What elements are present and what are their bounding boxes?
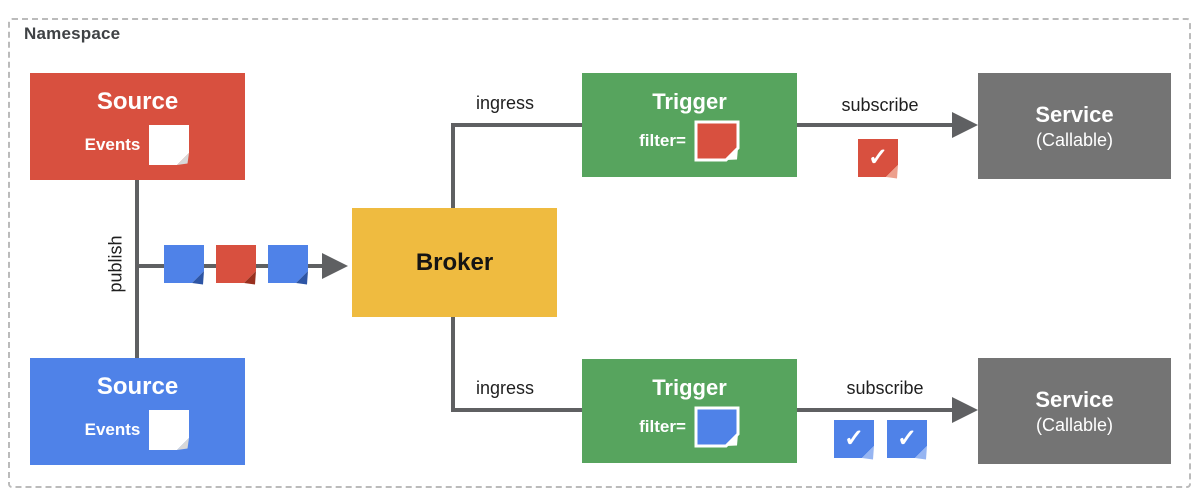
events-label: Events xyxy=(84,420,141,439)
node-broker: Broker xyxy=(352,208,557,317)
ingress-bottom-label: ingress xyxy=(475,378,535,398)
source-title: Source xyxy=(96,372,179,400)
filter-label: filter= xyxy=(639,130,686,150)
white-event-note-icon xyxy=(149,409,190,451)
subscribe-bottom-label: subscribe xyxy=(846,378,924,398)
node-trigger-bottom: Trigger filter= xyxy=(582,359,797,463)
edge-subscribe-top-horizontal xyxy=(797,123,954,127)
source-events-row: Events xyxy=(84,409,191,451)
source-events-row: Events xyxy=(84,124,191,166)
checkmark-icon: ✓ xyxy=(843,424,865,452)
source-title: Source xyxy=(96,87,179,115)
edge-sources-vertical xyxy=(135,180,139,358)
trigger-filter-row: filter= xyxy=(639,120,740,162)
checked-event-note-blue-icon: ✓ xyxy=(834,420,875,461)
edge-ingress-top-horizontal xyxy=(451,123,582,127)
filter-event-note-red-icon xyxy=(694,120,740,162)
publish-label: publish xyxy=(105,235,126,293)
checkmark-icon: ✓ xyxy=(896,424,918,452)
filter-label: filter= xyxy=(639,416,686,436)
namespace-boundary xyxy=(8,18,1191,488)
trigger-title: Trigger xyxy=(652,374,727,400)
subscribe-bottom-arrowhead-icon xyxy=(952,397,978,423)
edge-broker-top-vertical xyxy=(451,123,455,209)
edge-subscribe-bottom-horizontal xyxy=(797,408,954,412)
service-subtitle: (Callable) xyxy=(1035,414,1114,435)
checked-event-note-blue-icon: ✓ xyxy=(887,420,928,461)
broker-title: Broker xyxy=(415,248,494,276)
event-note-red-icon xyxy=(216,245,257,286)
ingress-top-label: ingress xyxy=(475,93,535,113)
filter-event-note-blue-icon xyxy=(694,406,740,448)
namespace-label: Namespace xyxy=(24,24,121,43)
checkmark-icon: ✓ xyxy=(867,143,889,171)
service-title: Service xyxy=(1035,386,1114,412)
event-note-blue-icon xyxy=(164,245,205,286)
service-subtitle: (Callable) xyxy=(1035,129,1114,150)
edge-broker-bottom-vertical xyxy=(451,317,455,410)
event-note-blue-icon xyxy=(268,245,309,286)
publish-arrowhead-icon xyxy=(322,253,348,279)
white-event-note-icon xyxy=(149,124,190,166)
edge-ingress-bottom-horizontal xyxy=(451,408,582,412)
trigger-filter-row: filter= xyxy=(639,406,740,448)
node-service-bottom: Service (Callable) xyxy=(978,358,1171,464)
checked-event-note-red-icon: ✓ xyxy=(858,139,899,180)
node-source-blue: Source Events xyxy=(30,358,245,465)
subscribe-top-arrowhead-icon xyxy=(952,112,978,138)
events-label: Events xyxy=(84,135,141,154)
node-trigger-top: Trigger filter= xyxy=(582,73,797,177)
trigger-title: Trigger xyxy=(652,88,727,114)
subscribe-top-label: subscribe xyxy=(841,95,919,115)
node-source-red: Source Events xyxy=(30,73,245,180)
service-title: Service xyxy=(1035,101,1114,127)
node-service-top: Service (Callable) xyxy=(978,73,1171,179)
